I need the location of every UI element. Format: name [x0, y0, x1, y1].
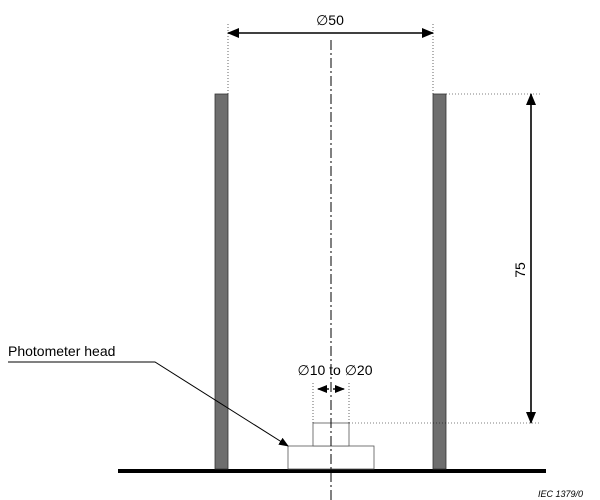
inner-diameter-label: ∅10 to ∅20 — [298, 362, 373, 378]
tube-right-wall — [432, 93, 447, 470]
outer-diameter-label: ∅50 — [316, 12, 344, 28]
photometer-label: Photometer head — [8, 343, 115, 359]
height-label: 75 — [512, 262, 528, 278]
photometer-leader — [8, 361, 289, 447]
tube-left-wall — [214, 93, 229, 470]
figure-reference: IEC 1379/0 — [538, 489, 583, 499]
